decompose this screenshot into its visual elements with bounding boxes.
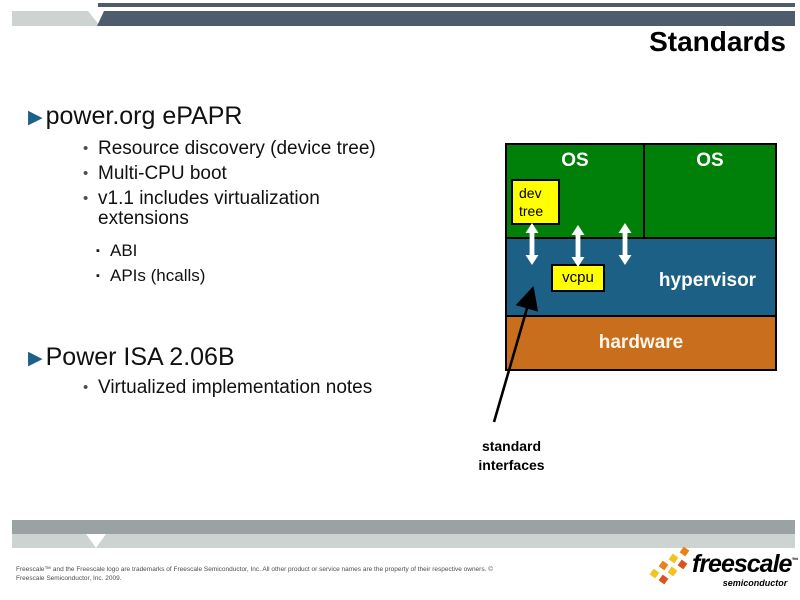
hypervisor-label: hypervisor	[658, 270, 757, 291]
bullet-epapr: ▶ power.org ePAPR	[28, 102, 243, 131]
os-right-box: OS	[643, 143, 777, 239]
bullet-heading: power.org ePAPR	[45, 102, 243, 130]
triangle-bullet-icon: ▶	[28, 348, 43, 369]
os-hypervisor-arrow-icon	[525, 223, 539, 265]
list-item: • Resource discovery (device tree)	[83, 138, 376, 159]
standard-interfaces-label: standard interfaces	[478, 438, 545, 473]
list-item: • Multi-CPU boot	[83, 163, 227, 184]
footer-bar-light	[12, 534, 795, 548]
square-bullet-icon: ▪	[96, 245, 100, 257]
footer-bar-dark	[12, 520, 795, 534]
freescale-logo-mark-icon	[649, 546, 692, 588]
dot-bullet-icon: •	[83, 165, 89, 182]
dot-bullet-icon: •	[83, 190, 89, 207]
footer-notch	[86, 534, 106, 548]
freescale-logo: freescale™ semiconductor	[649, 544, 799, 596]
freescale-wordmark: freescale™	[692, 550, 799, 578]
bullet-heading: Power ISA 2.06B	[45, 343, 235, 371]
bullet-power-isa: ▶ Power ISA 2.06B	[28, 343, 235, 372]
list-item: • v1.1 includes virtualization extension…	[83, 188, 320, 229]
os-right-label: OS	[696, 150, 724, 171]
footer-disclaimer: Freescale™ and the Freescale logo are tr…	[16, 566, 493, 582]
triangle-bullet-icon: ▶	[28, 107, 43, 128]
list-subitem: ▪ APIs (hcalls)	[96, 266, 206, 285]
vcpu-callout: vcpu	[551, 264, 605, 292]
os-left-label: OS	[561, 150, 589, 171]
os-hypervisor-arrow-icon	[618, 223, 632, 265]
freescale-tagline: semiconductor	[722, 578, 788, 588]
hardware-label: hardware	[598, 332, 684, 353]
list-item: • Virtualized implementation notes	[83, 377, 373, 398]
slide-title: Standards	[649, 26, 786, 57]
hardware-box: hardware	[505, 315, 777, 371]
header-bar	[97, 11, 795, 26]
list-subitem: ▪ ABI	[96, 241, 138, 260]
header-accent-line	[98, 3, 795, 7]
os-hypervisor-arrow-icon	[571, 225, 585, 267]
standard-interfaces-arrow-icon	[492, 286, 539, 423]
dev-tree-callout: dev tree	[511, 179, 560, 225]
header-tab-shape	[12, 11, 100, 26]
dot-bullet-icon: •	[83, 379, 89, 396]
trademark-symbol: ™	[791, 557, 799, 565]
dot-bullet-icon: •	[83, 140, 89, 157]
square-bullet-icon: ▪	[96, 270, 100, 282]
